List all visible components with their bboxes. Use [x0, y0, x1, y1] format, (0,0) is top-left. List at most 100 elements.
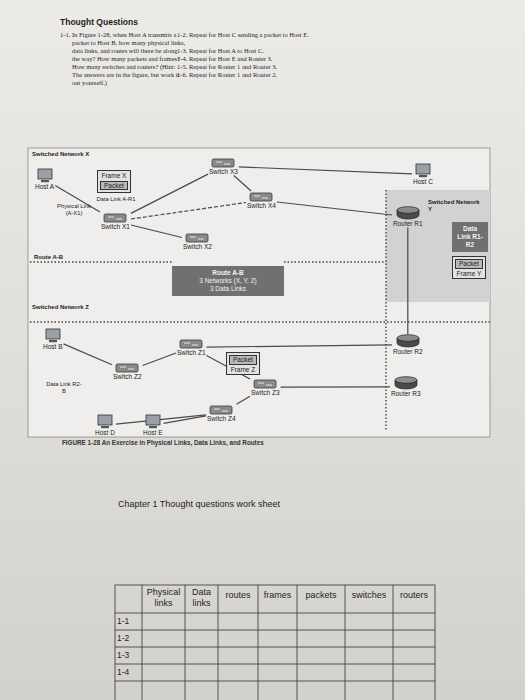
host-node: Host C — [412, 163, 434, 186]
switch-node: Switch Z2 — [112, 362, 143, 381]
link-label: Physical Link (A-X1) — [54, 203, 94, 216]
switch-arrows — [214, 409, 228, 411]
table-header: Physical links — [142, 587, 185, 609]
switch-node: Switch X3 — [208, 157, 239, 176]
worksheet-table — [115, 585, 435, 700]
node-text: Router R2 — [393, 348, 423, 356]
switch-node: Switch Z3 — [250, 378, 281, 397]
monitor-stand — [49, 340, 57, 342]
table-rule — [345, 585, 346, 700]
switch-node: Switch X4 — [246, 191, 277, 210]
monitor-stand — [101, 426, 109, 428]
host-symbol — [44, 328, 62, 343]
host-node: Host B — [42, 328, 64, 351]
table-rule — [297, 585, 298, 700]
node-text: Host A — [35, 183, 54, 191]
table-border — [115, 585, 435, 700]
node-text: Host C — [413, 178, 433, 186]
node-text: 3 Data Links — [210, 285, 246, 293]
switch-arrows — [258, 383, 272, 385]
frame-box: Frame YPacket — [452, 256, 486, 279]
table-header: switches — [345, 590, 393, 601]
node-text: Switch X2 — [183, 243, 212, 251]
switch-symbol — [209, 404, 233, 415]
row-label: 1-4 — [117, 667, 129, 677]
callout-box: Route A-B3 Networks (X, Y, Z)3 Data Link… — [172, 266, 284, 296]
link-line — [277, 202, 392, 215]
host-node: Host D — [94, 414, 116, 437]
router-symbol — [393, 376, 419, 390]
link-line — [407, 228, 408, 335]
monitor-screen — [98, 415, 112, 425]
network-name: Switched Network X — [32, 151, 89, 157]
switch-symbol — [249, 191, 273, 202]
table-rule — [115, 613, 435, 614]
question-text: 1-6. Repeat for Router 1 and Router 2. — [177, 71, 319, 79]
packet-box: Packet — [229, 355, 257, 365]
node-text: Switch Z2 — [113, 373, 142, 381]
router-node: Router R1 — [392, 206, 424, 228]
switch-symbol — [211, 157, 235, 168]
monitor-screen — [146, 415, 160, 425]
question-text: 1-5. Repeat for Router 1 and Router 3. — [177, 63, 319, 71]
link-line — [234, 176, 251, 192]
network-y-area — [386, 190, 490, 302]
table-rule — [142, 585, 143, 700]
switch-node: Switch X2 — [182, 232, 213, 251]
monitor-screen — [38, 169, 52, 179]
router-node: Router R3 — [390, 376, 422, 398]
node-text: Switch Z4 — [207, 415, 236, 423]
switch-body — [104, 214, 126, 222]
switch-body — [186, 234, 208, 242]
figure-frame — [28, 148, 490, 437]
packet-box: Packet — [100, 181, 128, 191]
packet-box: Packet — [455, 259, 483, 269]
node-text: Router R1 — [393, 220, 423, 228]
link-line — [281, 386, 391, 388]
switch-body — [210, 406, 232, 414]
switch-arrows — [190, 237, 204, 239]
question-text: 1-1. In Figure 1-28, when Host A transmi… — [60, 31, 186, 87]
link-label: Data Link R2-B — [46, 381, 82, 394]
route-line — [284, 261, 386, 262]
router-symbol — [395, 334, 421, 348]
node-text: Frame Y — [457, 270, 482, 278]
router-top — [395, 377, 417, 384]
link-line — [239, 167, 412, 174]
node-text: Switch Z1 — [177, 349, 206, 357]
monitor-stand — [419, 175, 427, 177]
frame-box: Frame ZPacket — [226, 352, 260, 375]
node-text: Router R3 — [391, 390, 421, 398]
page-title: Thought Questions — [60, 17, 138, 27]
switch-arrows — [108, 217, 122, 219]
question-text: 1-4. Repeat for Host E and Router 3. — [177, 55, 319, 63]
callout-heading: Route A-B — [212, 269, 244, 277]
node-text: Packet — [233, 356, 253, 364]
question-text: 1-3. Repeat for Host A to Host C. — [177, 47, 319, 55]
switch-node: Switch X1 — [100, 212, 131, 231]
figure-caption: FIGURE 1-28 An Exercise in Physical Link… — [62, 439, 264, 446]
link-label: Data Link A-R1 — [96, 196, 136, 203]
switch-arrows — [184, 343, 198, 345]
node-text: Switch X1 — [101, 223, 130, 231]
host-symbol — [414, 163, 432, 178]
switch-body — [254, 380, 276, 388]
row-label: 1-3 — [117, 650, 129, 660]
row-label: 1-1 — [117, 616, 129, 626]
table-header: routes — [218, 590, 258, 601]
host-node: Host A — [34, 168, 55, 191]
table-rule — [218, 585, 219, 700]
table-rule — [115, 681, 435, 682]
row-label: 1-2 — [117, 633, 129, 643]
monitor-stand — [149, 426, 157, 428]
switch-symbol — [103, 212, 127, 223]
switch-arrows — [216, 162, 230, 164]
link-line — [131, 174, 208, 213]
link-line — [164, 416, 207, 424]
network-name: Switched Network Y — [428, 199, 484, 213]
network-boundary — [30, 321, 490, 322]
host-symbol — [36, 168, 54, 183]
switch-symbol — [185, 232, 209, 243]
router-symbol — [395, 206, 421, 220]
